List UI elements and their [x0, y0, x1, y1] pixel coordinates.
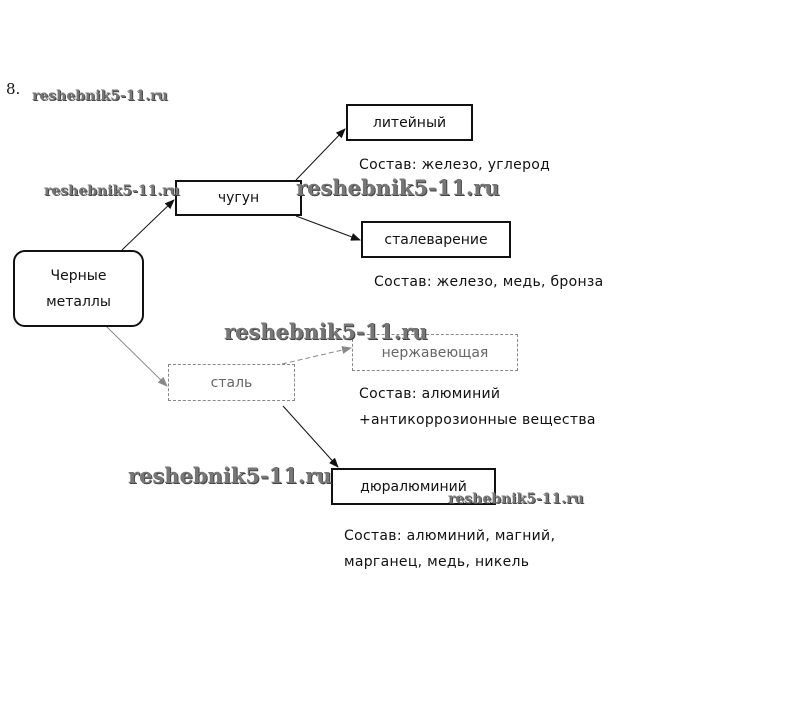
arrow-cast-iron-to-steelmaking	[295, 215, 361, 241]
watermark: reshebnik5-11.ru	[448, 491, 584, 507]
node-steelmaking: сталеварение	[361, 221, 511, 258]
composition-duralumin-line2: марганец, медь, никель	[344, 554, 530, 570]
node-foundry: литейный	[346, 104, 473, 141]
task-number: 8.	[6, 80, 21, 98]
watermark: reshebnik5-11.ru	[32, 88, 168, 104]
arrow-root-to-steel	[105, 325, 168, 387]
node-duralumin: дюралюминий	[331, 468, 496, 505]
node-steel: сталь	[168, 364, 295, 401]
arrow-root-to-cast-iron	[121, 199, 175, 251]
watermark: reshebnik5-11.ru	[296, 175, 500, 200]
composition-stainless-line2: +антикоррозионные вещества	[359, 412, 596, 428]
watermark: reshebnik5-11.ru	[44, 183, 180, 199]
composition-stainless-line1: Состав: алюминий	[359, 386, 501, 402]
arrow-steel-to-duralumin	[282, 405, 339, 468]
composition-steelmaking: Состав: железо, медь, бронза	[374, 274, 604, 290]
arrow-cast-iron-to-foundry	[295, 128, 346, 181]
composition-duralumin-line1: Состав: алюминий, магний,	[344, 528, 556, 544]
node-ferrous-metals: Черные металлы	[13, 250, 144, 327]
composition-foundry: Состав: железо, углерод	[359, 157, 551, 173]
arrow-steel-to-stainless	[281, 346, 352, 365]
watermark: reshebnik5-11.ru	[128, 463, 332, 488]
watermark: reshebnik5-11.ru	[224, 319, 428, 344]
node-ferrous-metals-line2: металлы	[46, 293, 111, 310]
node-stainless: нержавеющая	[352, 334, 518, 371]
node-cast-iron: чугун	[175, 180, 302, 216]
node-ferrous-metals-line1: Черные	[50, 267, 107, 284]
